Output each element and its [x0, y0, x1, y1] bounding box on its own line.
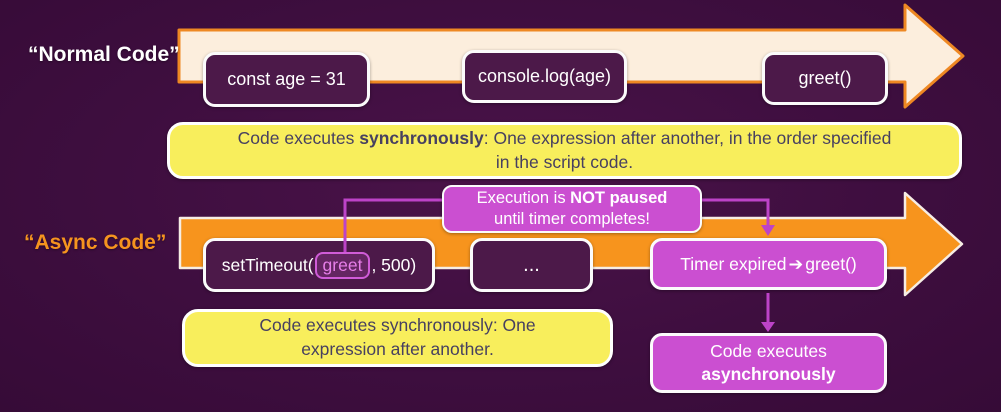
- code-text: const age = 31: [227, 69, 346, 89]
- code-box-const-age: const age = 31: [203, 52, 370, 107]
- note-line-2: until timer completes!: [494, 210, 650, 228]
- execution-note-box: Execution is NOT paused until timer comp…: [442, 185, 702, 233]
- sync-explanation-box-async-row: Code executes synchronously: One express…: [182, 309, 613, 367]
- code-text: greet(): [798, 68, 852, 88]
- code-box-console-log: console.log(age): [462, 50, 627, 103]
- code-text: console.log(age): [477, 66, 612, 86]
- caption-bold-text: synchronously: [359, 127, 484, 148]
- arrowhead-down-icon: [761, 225, 775, 236]
- code-text: greet: [322, 254, 363, 275]
- code-box-ellipsis: ...: [470, 238, 593, 292]
- code-text: ...: [523, 253, 540, 276]
- timer-text: Timer expired: [680, 253, 787, 274]
- result-line-2: asynchronously: [701, 364, 836, 384]
- code-box-settimeout: setTimeout( greet , 500): [203, 238, 435, 292]
- code-text: , 500): [371, 254, 417, 275]
- caption-text: Code executes: [237, 127, 360, 148]
- sync-explanation-box: Code executes synchronously: One express…: [167, 122, 962, 179]
- arrowhead-down-icon: [761, 322, 775, 332]
- code-text: setTimeout(: [221, 254, 314, 275]
- note-text: Execution is: [476, 189, 571, 208]
- arrow-right-icon: ➔: [788, 253, 804, 274]
- note-line-1: Execution is NOT paused: [477, 188, 668, 209]
- greet-callback-highlight: greet: [314, 251, 371, 279]
- caption-line-1: Code executes synchronously: One express…: [238, 127, 892, 151]
- async-result-box: Code executes asynchronously: [650, 333, 887, 393]
- result-line-1: Code executes: [710, 341, 827, 362]
- caption-line-2: expression after another.: [301, 339, 494, 359]
- timer-text: greet(): [805, 253, 857, 274]
- note-bold-text: NOT paused: [570, 189, 668, 208]
- normal-code-label: “Normal Code”: [28, 43, 180, 66]
- caption-line-2: in the script code.: [495, 151, 634, 172]
- async-code-label: “Async Code”: [24, 231, 167, 254]
- code-box-greet-call: greet(): [762, 52, 888, 105]
- timer-expired-box: Timer expired ➔ greet(): [650, 238, 887, 290]
- caption-line-1: Code executes synchronously: One: [259, 315, 536, 336]
- caption-text: : One expression after another, in the o…: [483, 127, 892, 148]
